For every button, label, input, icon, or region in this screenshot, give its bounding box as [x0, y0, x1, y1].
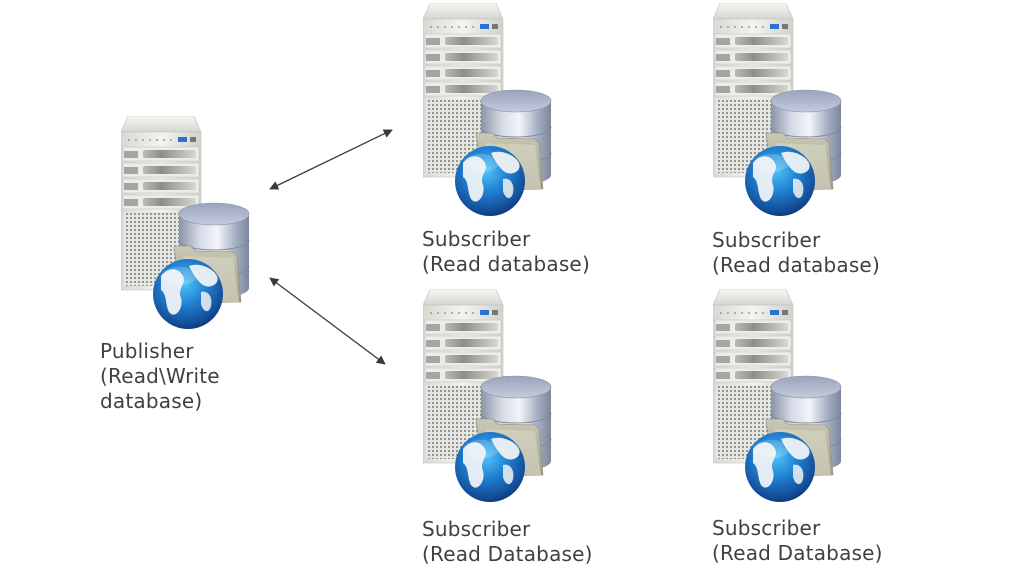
subscriber-label: Subscriber (Read Database) [712, 516, 883, 566]
subscriber-label-line2: (Read database) [712, 253, 880, 277]
publisher-label-line2: (Read\Write [100, 364, 220, 388]
server-database-globe-icon [713, 3, 842, 217]
server-database-globe-icon [423, 3, 552, 217]
server-database-globe-icon [423, 289, 552, 503]
server-database-globe-icon [713, 289, 842, 503]
subscriber-label-line2: (Read Database) [422, 542, 593, 566]
server-database-globe-icon [121, 116, 250, 330]
arrow-publisher-to-subscriber-bottom-left [269, 277, 386, 365]
subscriber-label-line2: (Read Database) [712, 541, 883, 565]
subscriber-label-line2: (Read database) [422, 252, 590, 276]
publisher-label-line1: Publisher [100, 339, 194, 363]
subscriber-label-line1: Subscriber [422, 517, 531, 541]
subscriber-label: Subscriber (Read database) [422, 227, 590, 277]
subscriber-label: Subscriber (Read database) [712, 228, 880, 278]
publisher-label-line3: database) [100, 389, 203, 413]
arrow-publisher-to-subscriber-top-left [269, 129, 393, 190]
subscriber-label-line1: Subscriber [712, 516, 821, 540]
publisher-label: Publisher (Read\Write database) [100, 339, 220, 414]
subscriber-label: Subscriber (Read Database) [422, 517, 593, 567]
subscriber-label-line1: Subscriber [712, 228, 821, 252]
subscriber-label-line1: Subscriber [422, 227, 531, 251]
